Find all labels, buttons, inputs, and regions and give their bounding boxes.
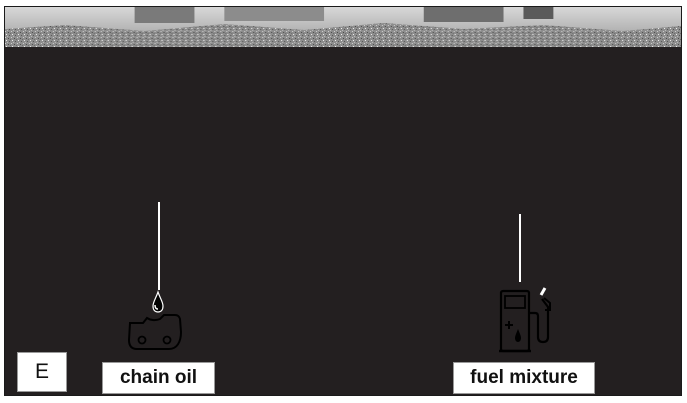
figure-panel: E chain oil fuel mixture xyxy=(4,6,682,396)
chain-oil-leader-line xyxy=(158,202,160,290)
chain-oil-icon xyxy=(127,290,183,350)
fuel-mixture-label: fuel mixture xyxy=(453,362,595,394)
fuel-mixture-leader-line xyxy=(519,214,521,282)
chain-oil-label: chain oil xyxy=(102,362,215,394)
fuel-pump-icon xyxy=(499,287,551,353)
top-photo-strip xyxy=(5,7,681,47)
panel-letter-label: E xyxy=(17,352,67,392)
